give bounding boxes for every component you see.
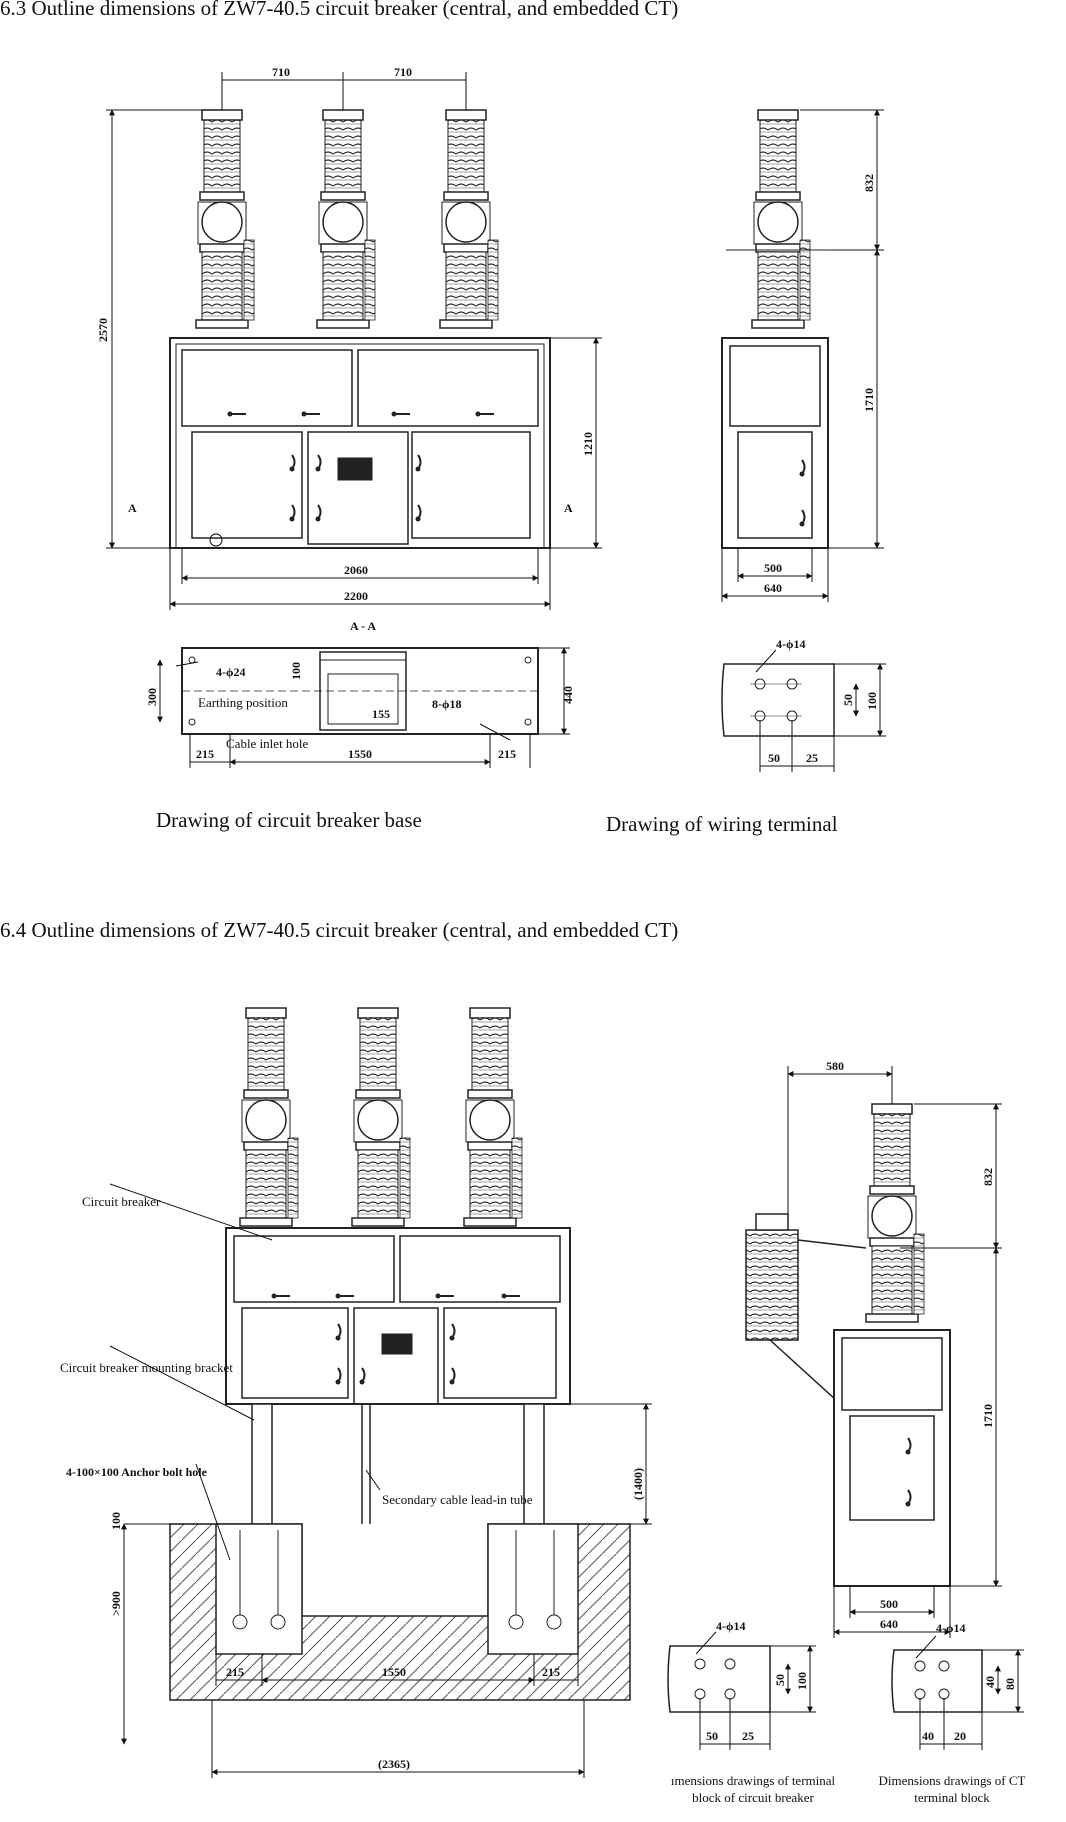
dim-cabinet-height: 1210 bbox=[581, 432, 595, 456]
term-ct-40h: 40 bbox=[922, 1729, 934, 1743]
term-ct-holes: 4-ϕ14 bbox=[936, 1621, 965, 1635]
terminal-dim-50h: 50 bbox=[768, 751, 780, 765]
section-mark-left: A bbox=[128, 501, 137, 515]
term-ct-40v: 40 bbox=[983, 1676, 997, 1688]
base-holes-small: 8-ϕ18 bbox=[432, 697, 461, 711]
dim-64-bracket-height: (1400) bbox=[631, 1468, 645, 1500]
side-view-6-3 bbox=[721, 109, 830, 549]
term-ct-80: 80 bbox=[1003, 1678, 1017, 1690]
term-cb-holes: 4-ϕ14 bbox=[716, 1619, 745, 1633]
dim-inner-width: 2060 bbox=[344, 563, 368, 577]
base-holes-large: 4-ϕ24 bbox=[216, 665, 245, 679]
terminal-ct-6-4 bbox=[891, 1649, 983, 1713]
dim-outer-width: 2200 bbox=[344, 589, 368, 603]
dim-64-left: 215 bbox=[226, 1665, 244, 1679]
section-mark-right: A bbox=[564, 501, 573, 515]
term-ct-20: 20 bbox=[954, 1729, 966, 1743]
dim-pitch-left: 710 bbox=[272, 65, 290, 79]
base-dim-100: 100 bbox=[289, 662, 303, 680]
base-dim-155: 155 bbox=[372, 707, 390, 721]
dim-64-span: 1550 bbox=[382, 1665, 406, 1679]
base-dim-depth: 300 bbox=[145, 688, 159, 706]
dim-total-height: 2570 bbox=[96, 318, 110, 342]
dim-64-depth: >900 bbox=[109, 1591, 123, 1616]
caption-terminal-cb: ımensions drawings of terminal block of … bbox=[670, 1773, 836, 1805]
dim-side-top: 832 bbox=[862, 174, 876, 192]
caption-terminal-ct: Dimensions drawings of CT terminal block bbox=[878, 1773, 1026, 1805]
front-view-6-3 bbox=[169, 109, 551, 549]
dim-64-side-offset: 580 bbox=[826, 1059, 844, 1073]
term-cb-100: 100 bbox=[795, 1672, 809, 1690]
term-cb-50v: 50 bbox=[773, 1674, 787, 1686]
label-circuit-breaker: Circuit breaker bbox=[82, 1194, 161, 1209]
base-plan-6-3 bbox=[181, 647, 539, 735]
dim-side-inner: 500 bbox=[764, 561, 782, 575]
label-cable-inlet: Cable inlet hole bbox=[226, 736, 309, 751]
term-cb-50h: 50 bbox=[706, 1729, 718, 1743]
label-mounting-bracket: Circuit breaker mounting bracket bbox=[60, 1360, 233, 1375]
dim-64-right: 215 bbox=[542, 1665, 560, 1679]
dim-64-side-inner: 500 bbox=[880, 1597, 898, 1611]
terminal-dim-100: 100 bbox=[865, 692, 879, 710]
base-dim-width: 440 bbox=[561, 686, 575, 704]
dim-side-lower: 1710 bbox=[862, 388, 876, 412]
side-view-6-4 bbox=[745, 1103, 951, 1587]
dim-64-side-top: 832 bbox=[981, 1168, 995, 1186]
dim-64-side-lower: 1710 bbox=[981, 1404, 995, 1428]
terminal-holes: 4-ϕ14 bbox=[776, 637, 805, 651]
section-heading-6-4: 6.4 Outline dimensions of ZW7-40.5 circu… bbox=[0, 918, 679, 942]
base-dim-span: 1550 bbox=[348, 747, 372, 761]
label-secondary-cable: Secondary cable lead-in tube bbox=[382, 1492, 533, 1507]
base-dim-right: 215 bbox=[498, 747, 516, 761]
label-anchor-bolt: 4-100×100 Anchor bolt hole bbox=[66, 1465, 208, 1479]
terminal-cb-6-4 bbox=[667, 1645, 771, 1713]
terminal-6-3 bbox=[721, 663, 835, 737]
terminal-dim-25: 25 bbox=[806, 751, 818, 765]
caption-wiring-terminal: Drawing of wiring terminal bbox=[606, 812, 838, 836]
label-earthing: Earthing position bbox=[198, 695, 288, 710]
section-heading-6-3: 6.3 Outline dimensions of ZW7-40.5 circu… bbox=[0, 0, 679, 20]
base-dim-left: 215 bbox=[196, 747, 214, 761]
dim-pitch-right: 710 bbox=[394, 65, 412, 79]
terminal-dim-50v: 50 bbox=[841, 694, 855, 706]
front-view-6-4 bbox=[169, 1007, 631, 1701]
caption-base-drawing: Drawing of circuit breaker base bbox=[156, 808, 422, 832]
dim-side-outer: 640 bbox=[764, 581, 782, 595]
term-cb-25: 25 bbox=[742, 1729, 754, 1743]
dim-64-side-outer: 640 bbox=[880, 1617, 898, 1631]
dim-64-overall: (2365) bbox=[378, 1757, 410, 1771]
dim-64-100: 100 bbox=[109, 1512, 123, 1530]
section-title: A - A bbox=[350, 619, 376, 633]
